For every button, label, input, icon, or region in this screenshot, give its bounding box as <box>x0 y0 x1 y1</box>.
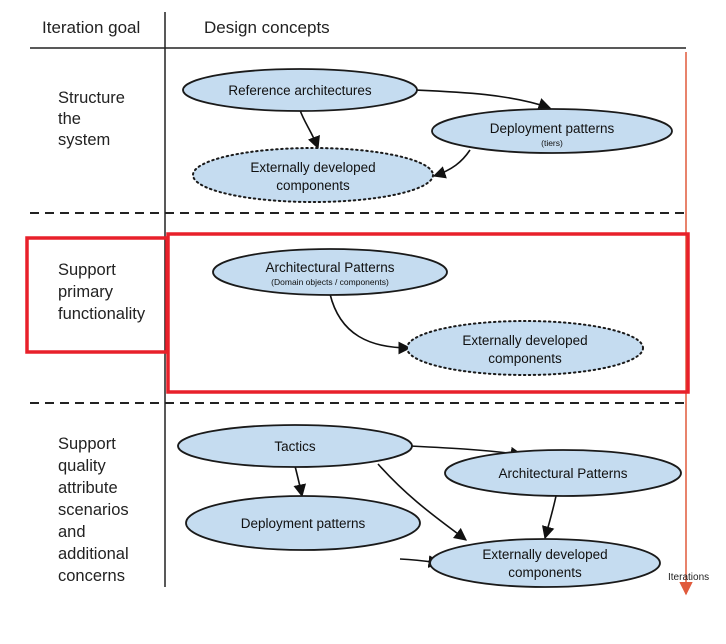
svg-text:(Domain objects / components): (Domain objects / components) <box>271 277 389 287</box>
node-tactics: Tactics <box>177 424 413 468</box>
svg-text:components: components <box>508 565 582 580</box>
svg-text:(tiers): (tiers) <box>541 138 563 148</box>
svg-text:Deployment patterns: Deployment patterns <box>490 121 615 136</box>
edge-tactics-to-deploy <box>293 465 307 498</box>
svg-text:Deployment patterns: Deployment patterns <box>241 516 366 531</box>
svg-text:Architectural Patterns: Architectural Patterns <box>265 260 394 275</box>
node-deployment-patterns-tiers: Deployment patterns (tiers) <box>431 108 673 154</box>
goal-primary-functionality: Support primary functionality <box>58 261 146 323</box>
edge-ref-to-ext <box>299 109 320 150</box>
edge-ref-to-deploy <box>413 89 552 111</box>
node-externally-developed-components-r3: Externally developed components <box>429 538 661 588</box>
svg-text:Externally developed: Externally developed <box>250 160 375 175</box>
node-externally-developed-components-r2: Externally developed components <box>406 320 644 376</box>
edge-tactics-to-ext <box>377 463 468 541</box>
svg-text:Externally developed: Externally developed <box>462 333 587 348</box>
edge-deploy-to-ext <box>432 149 471 179</box>
node-architectural-patterns-domain: Architectural Patterns (Domain objects /… <box>212 248 448 296</box>
header-iteration-goal: Iteration goal <box>42 18 140 37</box>
node-architectural-patterns-r3: Architectural Patterns <box>444 449 682 497</box>
node-reference-architectures: Reference architectures <box>182 68 418 112</box>
edge-arch-to-ext <box>329 293 412 355</box>
svg-text:components: components <box>488 351 562 366</box>
header-design-concepts: Design concepts <box>204 18 330 37</box>
goal-quality-attributes: Support quality attribute scenarios and … <box>58 435 133 585</box>
goal-structure-system: Structure the system <box>58 89 130 149</box>
svg-text:Externally developed: Externally developed <box>482 547 607 562</box>
iterations-label: Iterations <box>668 572 709 583</box>
svg-text:Reference architectures: Reference architectures <box>228 83 372 98</box>
concepts-highlight-box <box>166 232 690 394</box>
node-externally-developed-components-r1: Externally developed components <box>192 147 434 203</box>
node-deployment-patterns-r3: Deployment patterns <box>185 495 421 551</box>
edge-arch-to-ext-r3 <box>542 495 557 540</box>
svg-text:Architectural Patterns: Architectural Patterns <box>498 466 627 481</box>
svg-text:components: components <box>276 178 350 193</box>
svg-text:Tactics: Tactics <box>274 439 316 454</box>
